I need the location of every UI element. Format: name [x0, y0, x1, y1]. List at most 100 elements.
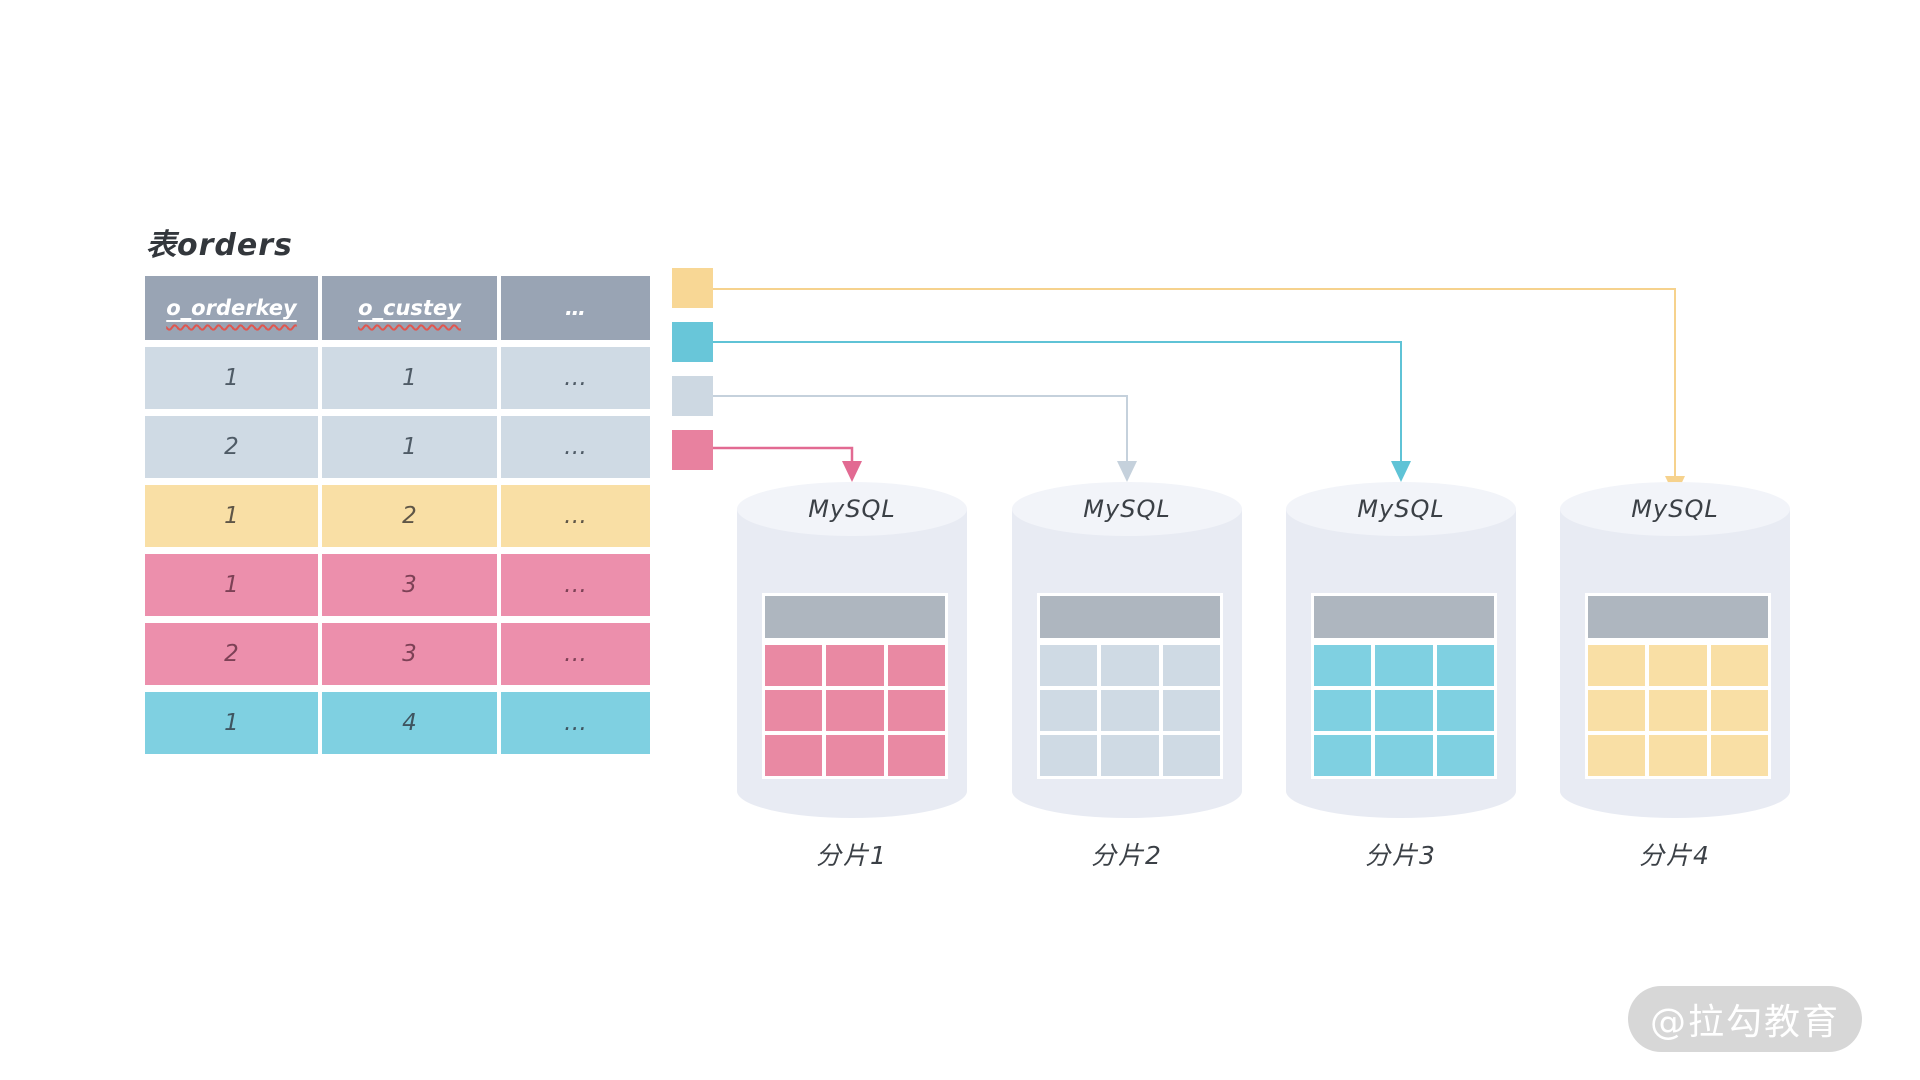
cell: 3 — [322, 623, 497, 685]
shard-table-header — [765, 596, 945, 638]
cell — [1040, 645, 1098, 686]
cell: 1 — [145, 347, 318, 409]
shard-table-cells — [765, 645, 945, 776]
shard-table-header — [1040, 596, 1220, 638]
watermark-badge: @拉勾教育 — [1628, 986, 1862, 1052]
cell: … — [501, 554, 650, 616]
cell — [1588, 690, 1646, 731]
cell — [1375, 735, 1433, 776]
cell — [1162, 735, 1220, 776]
cell: 1 — [322, 347, 497, 409]
db-label: MySQL — [1083, 495, 1171, 523]
cell: … — [501, 416, 650, 478]
spellcheck-wavy-underline: o_orderkey — [166, 296, 297, 320]
cell — [1649, 735, 1707, 776]
cell — [1314, 690, 1372, 731]
shard-4-cylinder: MySQL — [1560, 482, 1790, 818]
db-label: MySQL — [808, 495, 896, 523]
arrowhead-cyan-icon — [1391, 461, 1411, 482]
shard-table-cells — [1588, 645, 1768, 776]
header-cell-o-orderkey: o_orderkey — [145, 276, 318, 340]
shard-table — [1311, 593, 1497, 779]
cell — [1375, 690, 1433, 731]
cylinder-top-cap — [737, 482, 967, 536]
cell — [826, 645, 884, 686]
cell — [1710, 735, 1768, 776]
cell: … — [501, 347, 650, 409]
cell — [826, 690, 884, 731]
table-row: 1 3 … — [145, 554, 650, 616]
cell — [1588, 735, 1646, 776]
legend-swatch-pink — [672, 430, 713, 470]
orders-table: o_orderkey o_custey … 1 1 … 2 1 … 1 2 … … — [145, 276, 650, 754]
cell — [1162, 690, 1220, 731]
cylinder-top-cap — [1012, 482, 1242, 536]
shard-4-caption: 分片4 — [1639, 841, 1711, 870]
shard-table-cells — [1314, 645, 1494, 776]
cell — [765, 735, 823, 776]
shard-table — [1585, 593, 1771, 779]
cell — [1040, 690, 1098, 731]
shard-1-caption: 分片1 — [816, 841, 888, 870]
table-row: 2 1 … — [145, 416, 650, 478]
cell — [826, 735, 884, 776]
table-row: 1 4 … — [145, 692, 650, 754]
shard-2-cylinder: MySQL — [1012, 482, 1242, 818]
cell: 2 — [145, 416, 318, 478]
cell — [1436, 735, 1494, 776]
cell: … — [501, 692, 650, 754]
shard-table-header — [1314, 596, 1494, 638]
cell — [1101, 645, 1159, 686]
cell — [765, 645, 823, 686]
cell — [1375, 645, 1433, 686]
cell — [1101, 735, 1159, 776]
arrow-line-yellow — [713, 288, 1676, 476]
legend-swatch-gray — [672, 376, 713, 416]
table-row: 1 1 … — [145, 347, 650, 409]
arrowhead-pink-icon — [842, 461, 862, 482]
cylinder-top-cap — [1286, 482, 1516, 536]
arrow-line-gray — [713, 395, 1128, 461]
shard-table — [762, 593, 948, 779]
shard-2-caption: 分片2 — [1091, 841, 1163, 870]
shard-table-header — [1588, 596, 1768, 638]
cell — [765, 690, 823, 731]
cell — [1436, 690, 1494, 731]
cell: 1 — [322, 416, 497, 478]
cylinder-top-cap — [1560, 482, 1790, 536]
cell: … — [501, 485, 650, 547]
legend-swatch-cyan — [672, 322, 713, 362]
cell — [1649, 690, 1707, 731]
cell — [887, 645, 945, 686]
shard-table-cells — [1040, 645, 1220, 776]
cell: 1 — [145, 554, 318, 616]
spellcheck-wavy-underline: o_custey — [358, 296, 461, 320]
orders-table-header-row: o_orderkey o_custey … — [145, 276, 650, 340]
cell: … — [501, 623, 650, 685]
cell — [1710, 645, 1768, 686]
arrow-line-cyan — [713, 341, 1402, 461]
cell — [1162, 645, 1220, 686]
cell — [1314, 645, 1372, 686]
cell — [1436, 645, 1494, 686]
arrow-line-pink — [713, 446, 854, 461]
shard-3-cylinder: MySQL — [1286, 482, 1516, 818]
shard-3-caption: 分片3 — [1365, 841, 1437, 870]
table-row: 2 3 … — [145, 623, 650, 685]
cell — [1314, 735, 1372, 776]
cell — [1588, 645, 1646, 686]
cell: 2 — [322, 485, 497, 547]
header-cell-ellipsis: … — [501, 276, 650, 340]
db-label: MySQL — [1357, 495, 1445, 523]
header-cell-o-custey: o_custey — [322, 276, 497, 340]
legend-swatch-yellow — [672, 268, 713, 308]
cell: 3 — [322, 554, 497, 616]
cell — [1101, 690, 1159, 731]
cell — [1649, 645, 1707, 686]
cell — [1710, 690, 1768, 731]
table-row: 1 2 … — [145, 485, 650, 547]
page-title: 表orders — [146, 228, 293, 263]
cell: 1 — [145, 485, 318, 547]
watermark-text: @拉勾教育 — [1649, 1002, 1840, 1043]
